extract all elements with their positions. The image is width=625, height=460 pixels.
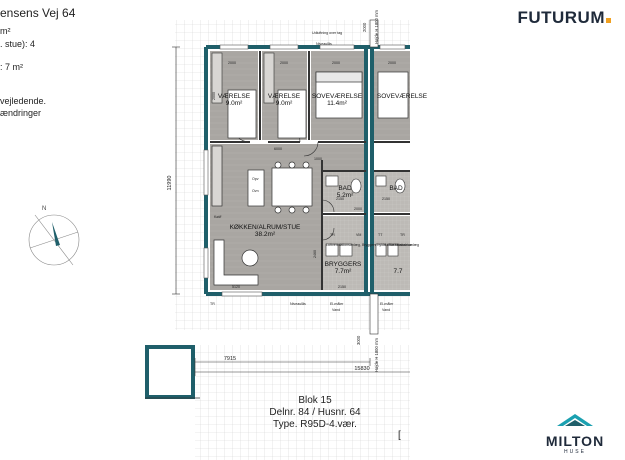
- beds: [227, 71, 409, 139]
- label-hojde-bottom: Højde H 1800 mm: [374, 338, 379, 372]
- windows: [203, 44, 406, 297]
- info-line-extra-area: : 7 m²: [0, 62, 24, 72]
- compass-needle-icon: [52, 222, 60, 246]
- label-tt: TT: [378, 233, 383, 237]
- dim-2000-left: 2000: [212, 92, 216, 100]
- label-el-maler: El-måler: [330, 302, 344, 306]
- label-vm: VM: [356, 233, 361, 237]
- compass: N: [28, 206, 80, 266]
- label-opv: Opv: [252, 177, 259, 181]
- room-name-bryggers: BRYGGERS: [325, 261, 362, 268]
- milton-logo-subtext: HUSE: [564, 449, 586, 455]
- room-name-sovevaerelse-right: SOVEVÆRELSE: [377, 93, 428, 100]
- title-block-blok: Blok 15: [298, 395, 332, 406]
- dim-2000-d: 2000: [388, 61, 396, 65]
- room-name-bad: BAD: [338, 185, 352, 192]
- label-bryggers-tech-right: Luftventilationsanlæg: [385, 243, 419, 247]
- dim-2000-a: 2000: [228, 61, 236, 65]
- dim-1000: 1000: [314, 157, 322, 161]
- dim-2000-c: 2000: [332, 61, 340, 65]
- dim-15830: 15830: [354, 366, 369, 372]
- title-block-type: Type. R95D-4.vær.: [273, 419, 357, 430]
- label-udluftning-top: Udluftning over tag: [312, 31, 342, 35]
- label-el-maler-2: El-måler: [380, 302, 394, 306]
- room-name-kitchen: KØKKEN/ALRUM/STUE: [230, 224, 301, 231]
- dim-2460: 2460: [313, 250, 317, 258]
- dim-6000: 6000: [274, 147, 282, 151]
- compass-north-label: N: [42, 206, 46, 212]
- room-area-vaerelse-2: 9.0m²: [276, 100, 293, 107]
- info-line-disclaimer-2: ændringer: [0, 108, 42, 118]
- dim-11990: 11990: [167, 176, 173, 191]
- floor-hall: [322, 144, 366, 170]
- room-area-vaerelse-1: 9.0m²: [226, 100, 243, 107]
- room-area-bryggers-right: 7.7: [393, 268, 402, 275]
- dim-2000-vertical: 2000: [362, 22, 367, 32]
- info-line-rooms: . stue): 4: [0, 39, 36, 49]
- room-area-bryggers: 7.7m²: [335, 268, 352, 275]
- terrace-grid-bottom: [195, 345, 410, 460]
- room-name-bad-right: BAD: [389, 185, 403, 192]
- kitchen-furniture: [211, 145, 313, 214]
- inner-walls: [210, 51, 410, 290]
- room-name-vaerelse-1: VÆRELSE: [218, 93, 251, 100]
- address-title: ensens Vej 64: [0, 6, 76, 20]
- dim-2000-b: 2000: [280, 61, 288, 65]
- info-line-disclaimer-1: vejledende.: [0, 96, 47, 106]
- title-block-delnr: Delnr. 84 / Husnr. 64: [269, 407, 361, 418]
- milton-roof-icon: [557, 414, 593, 426]
- dim-2150-c: 2150: [338, 285, 346, 289]
- room-area-bad: 5.2m²: [337, 192, 354, 199]
- label-kolle: Køl/f: [214, 215, 221, 219]
- label-bryggers-tech: Luftventilationsanlæg, Bryggers hylde / …: [326, 243, 412, 247]
- room-area-kitchen: 38.2m²: [255, 231, 276, 238]
- info-line-area: m²: [0, 26, 11, 36]
- label-vand: Vand: [332, 308, 340, 312]
- bath-fixtures: [325, 175, 406, 257]
- label-ovn: Ovn: [252, 189, 259, 193]
- dim-5120: 5120: [232, 285, 240, 289]
- title-block: Blok 15 Delnr. 84 / Husnr. 64 Type. R95D…: [240, 395, 390, 431]
- dim-7915: 7915: [224, 356, 236, 362]
- shed: [145, 345, 195, 399]
- dim-3000: 3000: [356, 335, 361, 345]
- label-vand-2: Vand: [382, 308, 390, 312]
- label-tr-bottom-left: TR: [210, 302, 215, 306]
- room-name-vaerelse-2: VÆRELSE: [268, 93, 301, 100]
- label-tr-bryggers: TR: [330, 233, 335, 237]
- futurum-logo-dot: [606, 18, 611, 23]
- label-tr-right: TR: [400, 233, 405, 237]
- futurum-logo-text: FUTURUM: [517, 8, 605, 27]
- dim-2150-b: 2150: [382, 197, 390, 201]
- dimension-lines: [172, 46, 410, 376]
- milton-logo-text: MILTON: [545, 433, 605, 449]
- wardrobes: [211, 52, 275, 104]
- room-area-sovevaerelse: 11.4m²: [327, 100, 348, 107]
- sofa: [213, 239, 259, 286]
- dim-2150-a: 2150: [336, 197, 344, 201]
- dim-2000-bath: 2000: [354, 207, 362, 211]
- label-hojde-top: Højde H 1800 mm: [374, 10, 379, 44]
- futurum-logo: FUTURUM: [517, 8, 611, 28]
- label-niveaulaas-top: Niveaulås: [316, 42, 332, 46]
- room-name-sovevaerelse: SOVEVÆRELSE: [312, 93, 363, 100]
- milton-logo: MILTON HUSE: [530, 412, 620, 455]
- truncated-letter: [: [398, 430, 401, 441]
- label-niveaulaas-bottom-left: Niveaulås: [290, 302, 306, 306]
